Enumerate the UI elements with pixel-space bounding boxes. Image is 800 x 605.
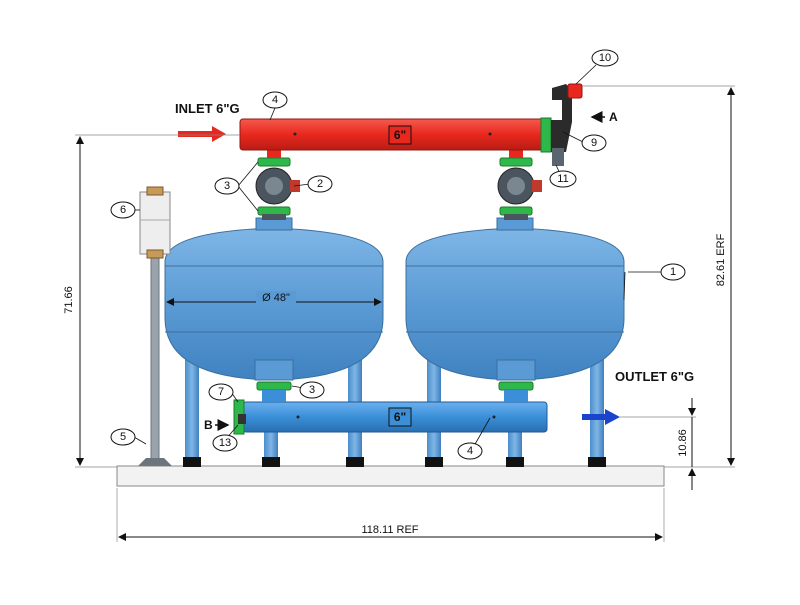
inlet-pipe: 6" <box>239 118 545 151</box>
svg-text:5: 5 <box>120 431 126 443</box>
dim-outlet-height-value: 10.86 <box>677 429 689 457</box>
valve-left <box>255 157 300 220</box>
valve-right <box>497 157 542 220</box>
outlet-flow-arrow <box>582 409 620 425</box>
outlet-pipe: 6" <box>242 401 548 433</box>
inlet-label: INLET 6"G <box>175 101 240 116</box>
balloon-5: 5 <box>110 428 136 446</box>
svg-text:6: 6 <box>120 204 126 216</box>
dim-tank-height-value: 71.66 <box>63 286 75 314</box>
balloon-7: 7 <box>208 383 234 401</box>
balloon-4-top: 4 <box>262 91 288 109</box>
svg-text:4: 4 <box>272 94 278 106</box>
balloon-3-top: 3 <box>214 177 240 195</box>
outlet-label: OUTLET 6"G <box>615 369 694 384</box>
dim-total-height: 82.61 ERF <box>582 85 735 468</box>
control-panel <box>138 186 172 466</box>
svg-text:7: 7 <box>218 386 224 398</box>
balloon-2: 2 <box>307 175 333 193</box>
dim-outlet-height: 10.86 <box>620 398 696 490</box>
leader-lines <box>133 64 661 447</box>
tank-right <box>405 227 625 381</box>
inlet-size-label: 6" <box>394 128 406 142</box>
inlet-flow-arrow <box>178 126 226 142</box>
balloon-1: 1 <box>660 263 686 281</box>
outlet-size-label: 6" <box>394 410 406 424</box>
balloon-9: 9 <box>581 134 607 152</box>
svg-text:2: 2 <box>317 178 323 190</box>
svg-text:1: 1 <box>670 266 676 278</box>
balloon-6: 6 <box>110 201 136 219</box>
svg-text:13: 13 <box>219 437 231 449</box>
balloon-13: 13 <box>212 434 238 452</box>
inlet-end-fittings <box>540 83 583 166</box>
balloon-11: 11 <box>549 170 577 188</box>
tank-top-fittings <box>255 217 534 231</box>
balloon-4-bottom: 4 <box>457 442 483 460</box>
svg-text:3: 3 <box>309 384 315 396</box>
svg-text:4: 4 <box>467 445 473 457</box>
svg-text:11: 11 <box>557 173 568 185</box>
view-a-label: A <box>609 110 618 124</box>
svg-text:3: 3 <box>224 180 230 192</box>
dim-width: 118.11 REF <box>116 488 665 542</box>
tank-diameter-dimension: Ø 48" <box>166 291 382 306</box>
balloon-10: 10 <box>591 49 619 67</box>
base-skid <box>116 465 665 487</box>
outlet-connections <box>256 381 534 402</box>
dim-total-height-value: 82.61 ERF <box>715 233 727 286</box>
balloon-3-bottom: 3 <box>299 381 325 399</box>
dim-width-value: 118.11 REF <box>361 524 418 536</box>
svg-text:9: 9 <box>591 137 597 149</box>
svg-text:10: 10 <box>599 52 611 64</box>
tank-diameter-label: Ø 48" <box>262 292 290 304</box>
valve-left-stub <box>267 150 281 158</box>
view-b-label: B <box>204 418 213 432</box>
outlet-drain <box>238 414 246 424</box>
valve-right-stub <box>509 150 523 158</box>
dim-tank-height: 71.66 <box>63 134 240 468</box>
